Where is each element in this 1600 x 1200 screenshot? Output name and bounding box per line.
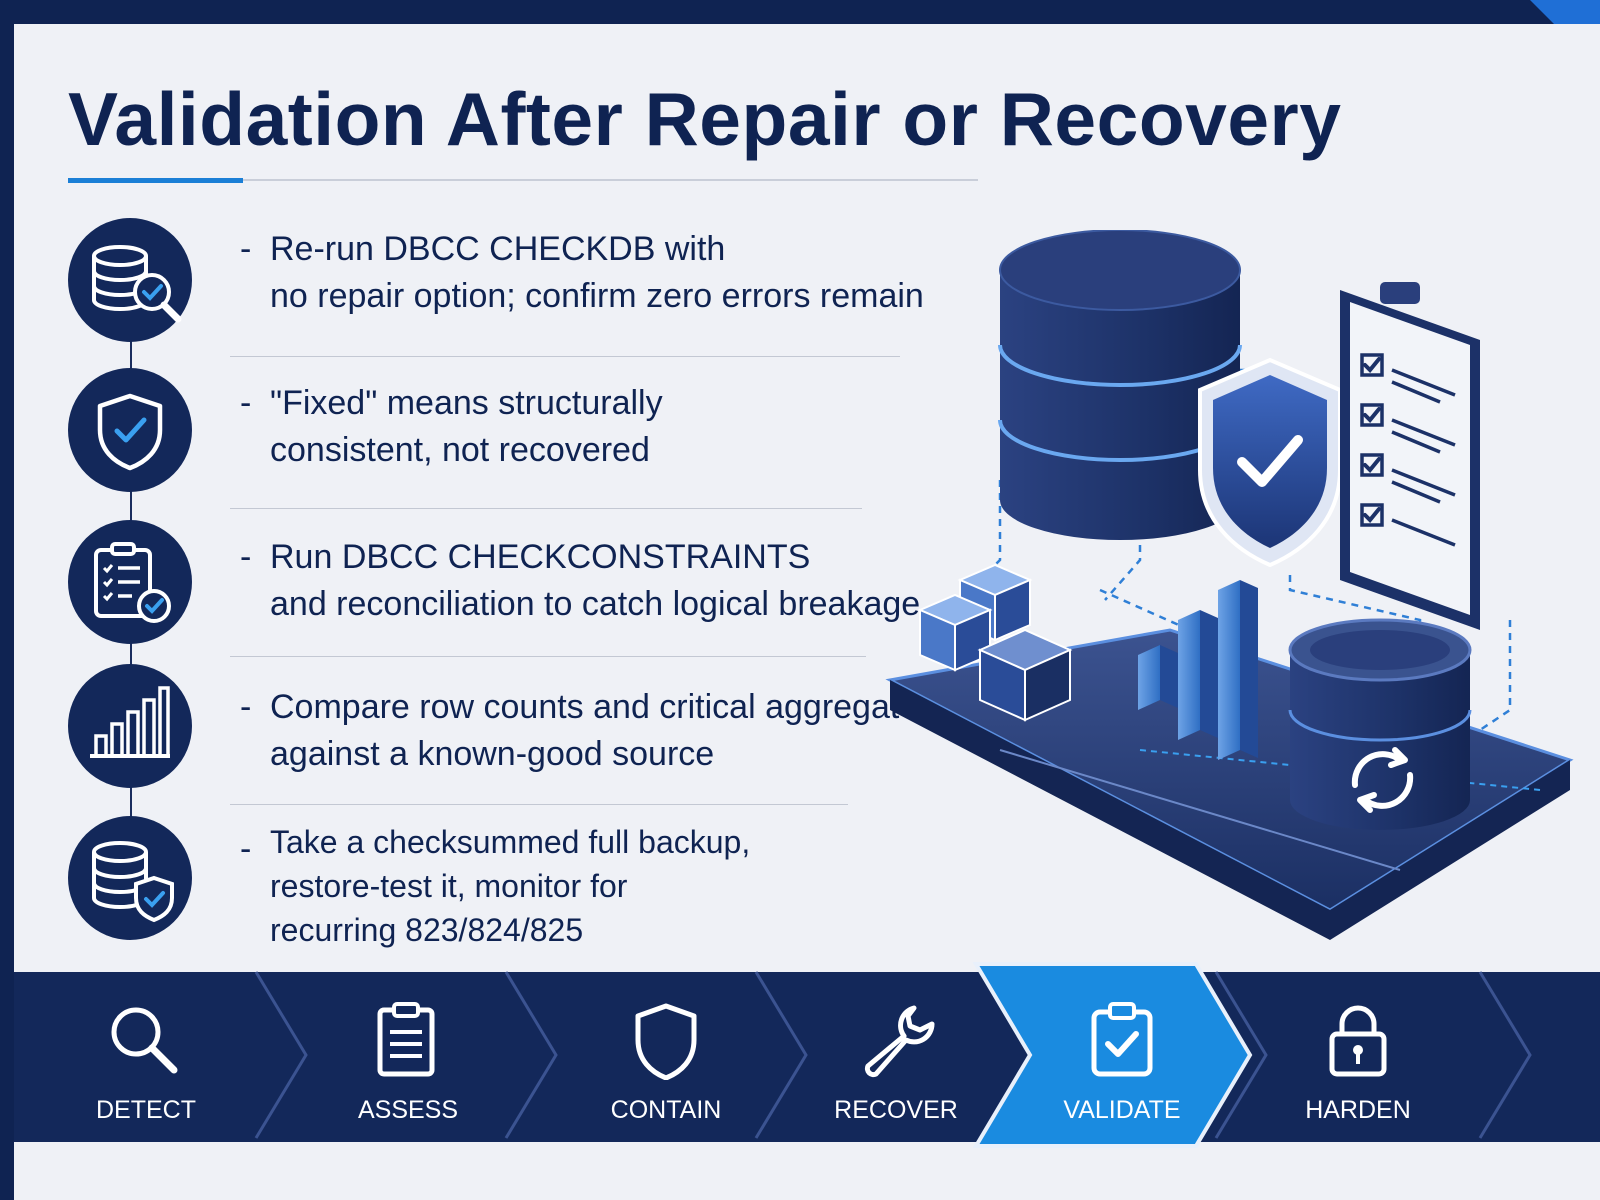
clipboard-checklist-icon: [1340, 282, 1480, 630]
checklist-item-line: no repair option; confirm zero errors re…: [270, 277, 924, 315]
checklist-item-line: and reconciliation to catch logical brea…: [270, 585, 921, 623]
checklist-item-4: Compare row counts and critical aggregat…: [270, 684, 935, 778]
title-underline-accent: [68, 178, 243, 183]
bullet-dash: -: [240, 830, 252, 868]
stage-label-assess: ASSESS: [357, 1096, 459, 1124]
checklist-item-line: restore-test it, monitor for: [270, 868, 628, 904]
stage-label-contain: CONTAIN: [610, 1096, 722, 1124]
item-divider: [230, 804, 848, 805]
checklist-item-5: Take a checksummed full backup, restore-…: [270, 820, 750, 952]
checklist-item-line: consistent, not recovered: [270, 431, 650, 469]
stage-label-detect: DETECT: [96, 1096, 196, 1124]
wrench-icon: [864, 1005, 935, 1078]
clipboard-icon: [377, 1002, 435, 1077]
bullet-dash: -: [240, 538, 252, 576]
process-flow-bar: [14, 972, 1600, 1142]
checklist-item-line: against a known-good source: [270, 735, 715, 773]
database-refresh-icon: [1288, 618, 1472, 830]
magnifier-icon: [111, 1007, 178, 1074]
checklist-item-3: Run DBCC CHECKCONSTRAINTS and reconcilia…: [270, 534, 920, 628]
shield-check-icon: [68, 368, 192, 492]
database-stack-icon: [998, 229, 1242, 540]
process-arrows: [254, 962, 1532, 1148]
shield-icon: [635, 1003, 697, 1080]
clipboard-checklist-icon: [68, 520, 192, 644]
bullet-dash: -: [240, 384, 252, 422]
validation-illustration: [880, 229, 1590, 965]
title-divider: [68, 179, 978, 181]
checklist-item-2: "Fixed" means structurally consistent, n…: [270, 380, 663, 474]
checklist-item-1: Re-run DBCC CHECKDB with no repair optio…: [270, 226, 924, 320]
checklist-item-line: recurring 823/824/825: [270, 912, 584, 948]
stage-label-recover: RECOVER: [834, 1096, 958, 1124]
active-stage-chevron: [972, 962, 1253, 1148]
item-divider: [230, 508, 862, 509]
checklist-item-line: Compare row counts and critical aggregat…: [270, 688, 936, 726]
bar-chart-icon: [1138, 580, 1258, 760]
checklist-item-line: "Fixed" means structurally: [270, 384, 663, 422]
bullet-dash: -: [240, 688, 252, 726]
padlock-icon: [1329, 1005, 1387, 1077]
database-shield-icon: [68, 816, 192, 940]
stage-label-harden: HARDEN: [1305, 1096, 1411, 1124]
checklist-item-line: Run DBCC CHECKCONSTRAINTS: [270, 538, 811, 576]
stage-label-validate: VALIDATE: [1063, 1096, 1181, 1124]
item-divider: [230, 356, 900, 357]
bullet-dash: -: [240, 230, 252, 268]
shield-check-icon: [1198, 357, 1342, 568]
checklist-item-line: Take a checksummed full backup,: [270, 824, 751, 860]
bar-chart-icon: [68, 664, 192, 788]
item-divider: [230, 656, 866, 657]
checklist-item-line: Re-run DBCC CHECKDB with: [270, 230, 726, 268]
cubes-icon: [917, 563, 1073, 722]
page-title: Validation After Repair or Recovery: [68, 77, 1342, 161]
database-search-check-icon: [68, 218, 192, 342]
clipboard-check-icon: [1091, 1002, 1153, 1077]
